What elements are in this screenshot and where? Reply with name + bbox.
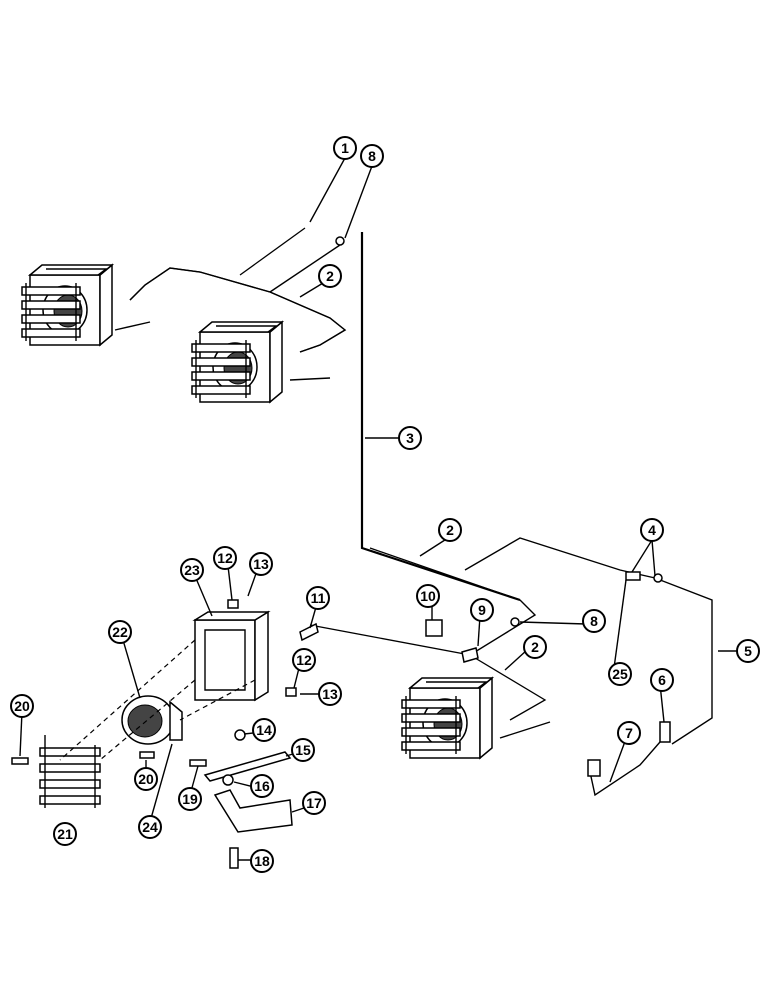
leader-lines [19,157,742,861]
callout-19: 19 [178,787,202,811]
svg-text:13: 13 [253,556,269,572]
callout-2-middle: 2 [438,518,462,542]
lamp-unit-lower-right [401,677,493,759]
callout-10: 10 [416,584,440,608]
svg-text:2: 2 [531,639,539,655]
upper-harness [114,232,521,602]
callout-11: 11 [306,586,330,610]
svg-text:4: 4 [648,522,656,538]
callout-20-center: 20 [134,767,158,791]
svg-text:1: 1 [341,140,349,156]
svg-text:20: 20 [138,771,154,787]
mounting-bracket-15 [203,751,292,782]
rod-part-1 [239,227,306,276]
rear-harness [309,537,713,797]
callout-7: 7 [617,721,641,745]
svg-text:13: 13 [322,686,338,702]
callout-2-lower: 2 [523,635,547,659]
callout-6: 6 [650,668,674,692]
callout-13-lower: 13 [318,682,342,706]
callout-9: 9 [470,598,494,622]
callout-4: 4 [640,518,664,542]
svg-text:8: 8 [368,148,376,164]
callout-17: 17 [302,791,326,815]
callout-12-top: 12 [213,546,237,570]
callout-25: 25 [608,662,632,686]
svg-text:6: 6 [658,672,666,688]
fitting-8-upper [335,236,345,246]
sealed-beam-lamp-22 [121,695,183,745]
mounting-bracket-17 [213,789,293,833]
svg-text:19: 19 [182,791,198,807]
svg-text:25: 25 [612,666,628,682]
callout-2-top: 2 [318,264,342,288]
callout-22: 22 [108,620,132,644]
svg-text:17: 17 [306,795,322,811]
svg-text:14: 14 [256,722,272,738]
callout-8-top: 8 [360,144,384,168]
lamp-housing-23 [192,610,271,702]
callout-14: 14 [252,718,276,742]
svg-text:5: 5 [744,643,752,659]
svg-text:24: 24 [142,819,158,835]
svg-text:18: 18 [254,853,270,869]
callout-16: 16 [250,774,274,798]
svg-text:12: 12 [296,652,312,668]
lamp-unit-upper-center [191,321,283,403]
lamp-unit-upper-left [21,264,113,346]
svg-text:20: 20 [14,698,30,714]
svg-text:3: 3 [406,430,414,446]
callout-1: 1 [333,136,357,160]
exploded-view-lines [59,639,256,761]
callout-12-lower: 12 [292,648,316,672]
svg-text:9: 9 [478,602,486,618]
svg-text:12: 12 [217,550,233,566]
callout-20-left: 20 [10,694,34,718]
svg-text:11: 11 [311,590,326,606]
svg-text:2: 2 [326,268,334,284]
svg-text:15: 15 [295,742,311,758]
callout-21: 21 [53,822,77,846]
hardware [11,571,671,869]
callout-23: 23 [180,558,204,582]
svg-text:23: 23 [184,562,200,578]
callout-8-middle: 8 [582,609,606,633]
svg-text:16: 16 [254,778,270,794]
callout-18: 18 [250,849,274,873]
callout-5: 5 [736,639,760,663]
callout-15: 15 [291,738,315,762]
svg-text:8: 8 [590,613,598,629]
svg-text:10: 10 [420,588,436,604]
callout-13-top: 13 [249,552,273,576]
svg-text:21: 21 [57,826,73,842]
svg-text:2: 2 [446,522,454,538]
callout-24: 24 [138,815,162,839]
callout-3: 3 [398,426,422,450]
guard-21 [39,735,101,808]
svg-text:22: 22 [112,624,128,640]
svg-text:7: 7 [625,725,633,741]
